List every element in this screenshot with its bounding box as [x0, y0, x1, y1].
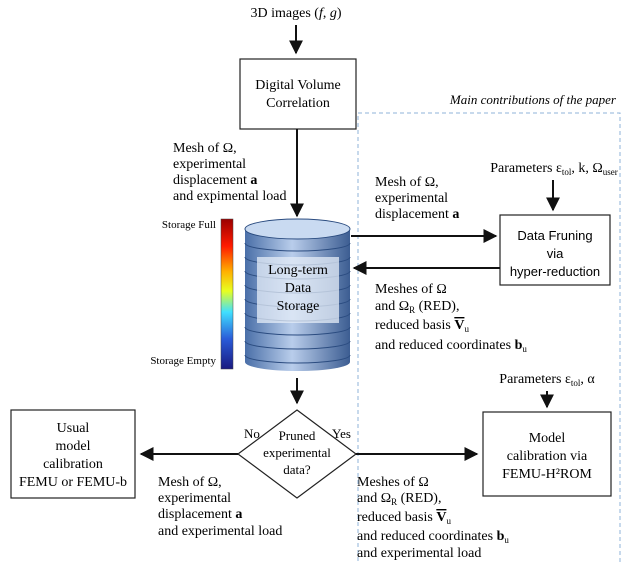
bottom-right-line1: Meshes of Ω: [357, 475, 429, 490]
params-bottom-label: Parameters εtol, α: [499, 372, 595, 388]
from-pruning-line1: Meshes of Ω: [375, 282, 447, 297]
left-flow-line2: experimental: [173, 157, 246, 172]
no-label: No: [244, 426, 260, 441]
storage-label-line2: Data: [285, 281, 312, 296]
storage-empty-label: Storage Empty: [150, 355, 216, 367]
usual-box-line1: Usual: [57, 421, 90, 436]
femu-calibration-box: [482, 411, 612, 497]
storage-full-label: Storage Full: [162, 219, 216, 231]
from-pruning-line3: reduced basis Vu: [375, 318, 469, 334]
params-top-label: Parameters εtol, k, Ωuser: [490, 161, 618, 177]
storage-label-line3: Storage: [277, 299, 320, 314]
storage-label-line1: Long-term: [268, 263, 328, 278]
pruning-box-line3: hyper-reduction: [510, 264, 600, 279]
to-pruning-line1: Mesh of Ω,: [375, 175, 439, 190]
input-images-label: 3D images (f, g): [251, 6, 342, 21]
usual-box-line4: FEMU or FEMU-b: [19, 475, 127, 490]
storage-cylinder-icon: [244, 218, 351, 371]
bottom-right-line2: and ΩR (RED),: [357, 491, 441, 507]
bottom-right-line4: and reduced coordinates bu: [357, 529, 509, 545]
femu-box-line1: Model: [529, 431, 566, 446]
to-pruning-line2: experimental: [375, 191, 448, 206]
decision-line2: experimental: [263, 445, 331, 460]
left-flow-line3: displacement a: [173, 173, 257, 188]
usual-calibration-box: [10, 409, 136, 499]
from-pruning-line4: and reduced coordinates bu: [375, 338, 527, 354]
dvc-box-line1: Digital Volume: [255, 78, 340, 93]
usual-box-line3: calibration: [43, 457, 103, 472]
bottom-left-line4: and experimental load: [158, 524, 282, 539]
bottom-right-line5: and experimental load: [357, 546, 481, 561]
to-pruning-line3: displacement a: [375, 207, 459, 222]
bottom-right-line3: reduced basis Vu: [357, 510, 451, 526]
dvc-box-line2: Correlation: [266, 96, 330, 111]
pruning-box-line1: Data Fruning: [517, 228, 592, 243]
decision-line3: data?: [283, 462, 311, 477]
pruning-box: [499, 214, 611, 286]
left-flow-line1: Mesh of Ω,: [173, 141, 237, 156]
yes-label: Yes: [332, 426, 351, 441]
storage-level-scale: [220, 218, 234, 370]
from-pruning-line2: and ΩR (RED),: [375, 299, 459, 315]
bottom-left-line3: displacement a: [158, 507, 242, 522]
femu-box-line2: calibration via: [507, 449, 588, 464]
decision-line1: Pruned: [279, 428, 316, 443]
bottom-left-line2: experimental: [158, 491, 231, 506]
left-flow-line4: and expimental load: [173, 189, 287, 204]
decision-diamond: [236, 409, 358, 499]
dvc-box: [239, 58, 357, 130]
contributions-label: Main contributions of the paper: [449, 92, 617, 107]
pruning-box-line2: via: [547, 246, 564, 261]
femu-box-line3: FEMU-H²ROM: [502, 467, 592, 482]
bottom-left-line1: Mesh of Ω,: [158, 475, 222, 490]
usual-box-line2: model: [56, 439, 91, 454]
